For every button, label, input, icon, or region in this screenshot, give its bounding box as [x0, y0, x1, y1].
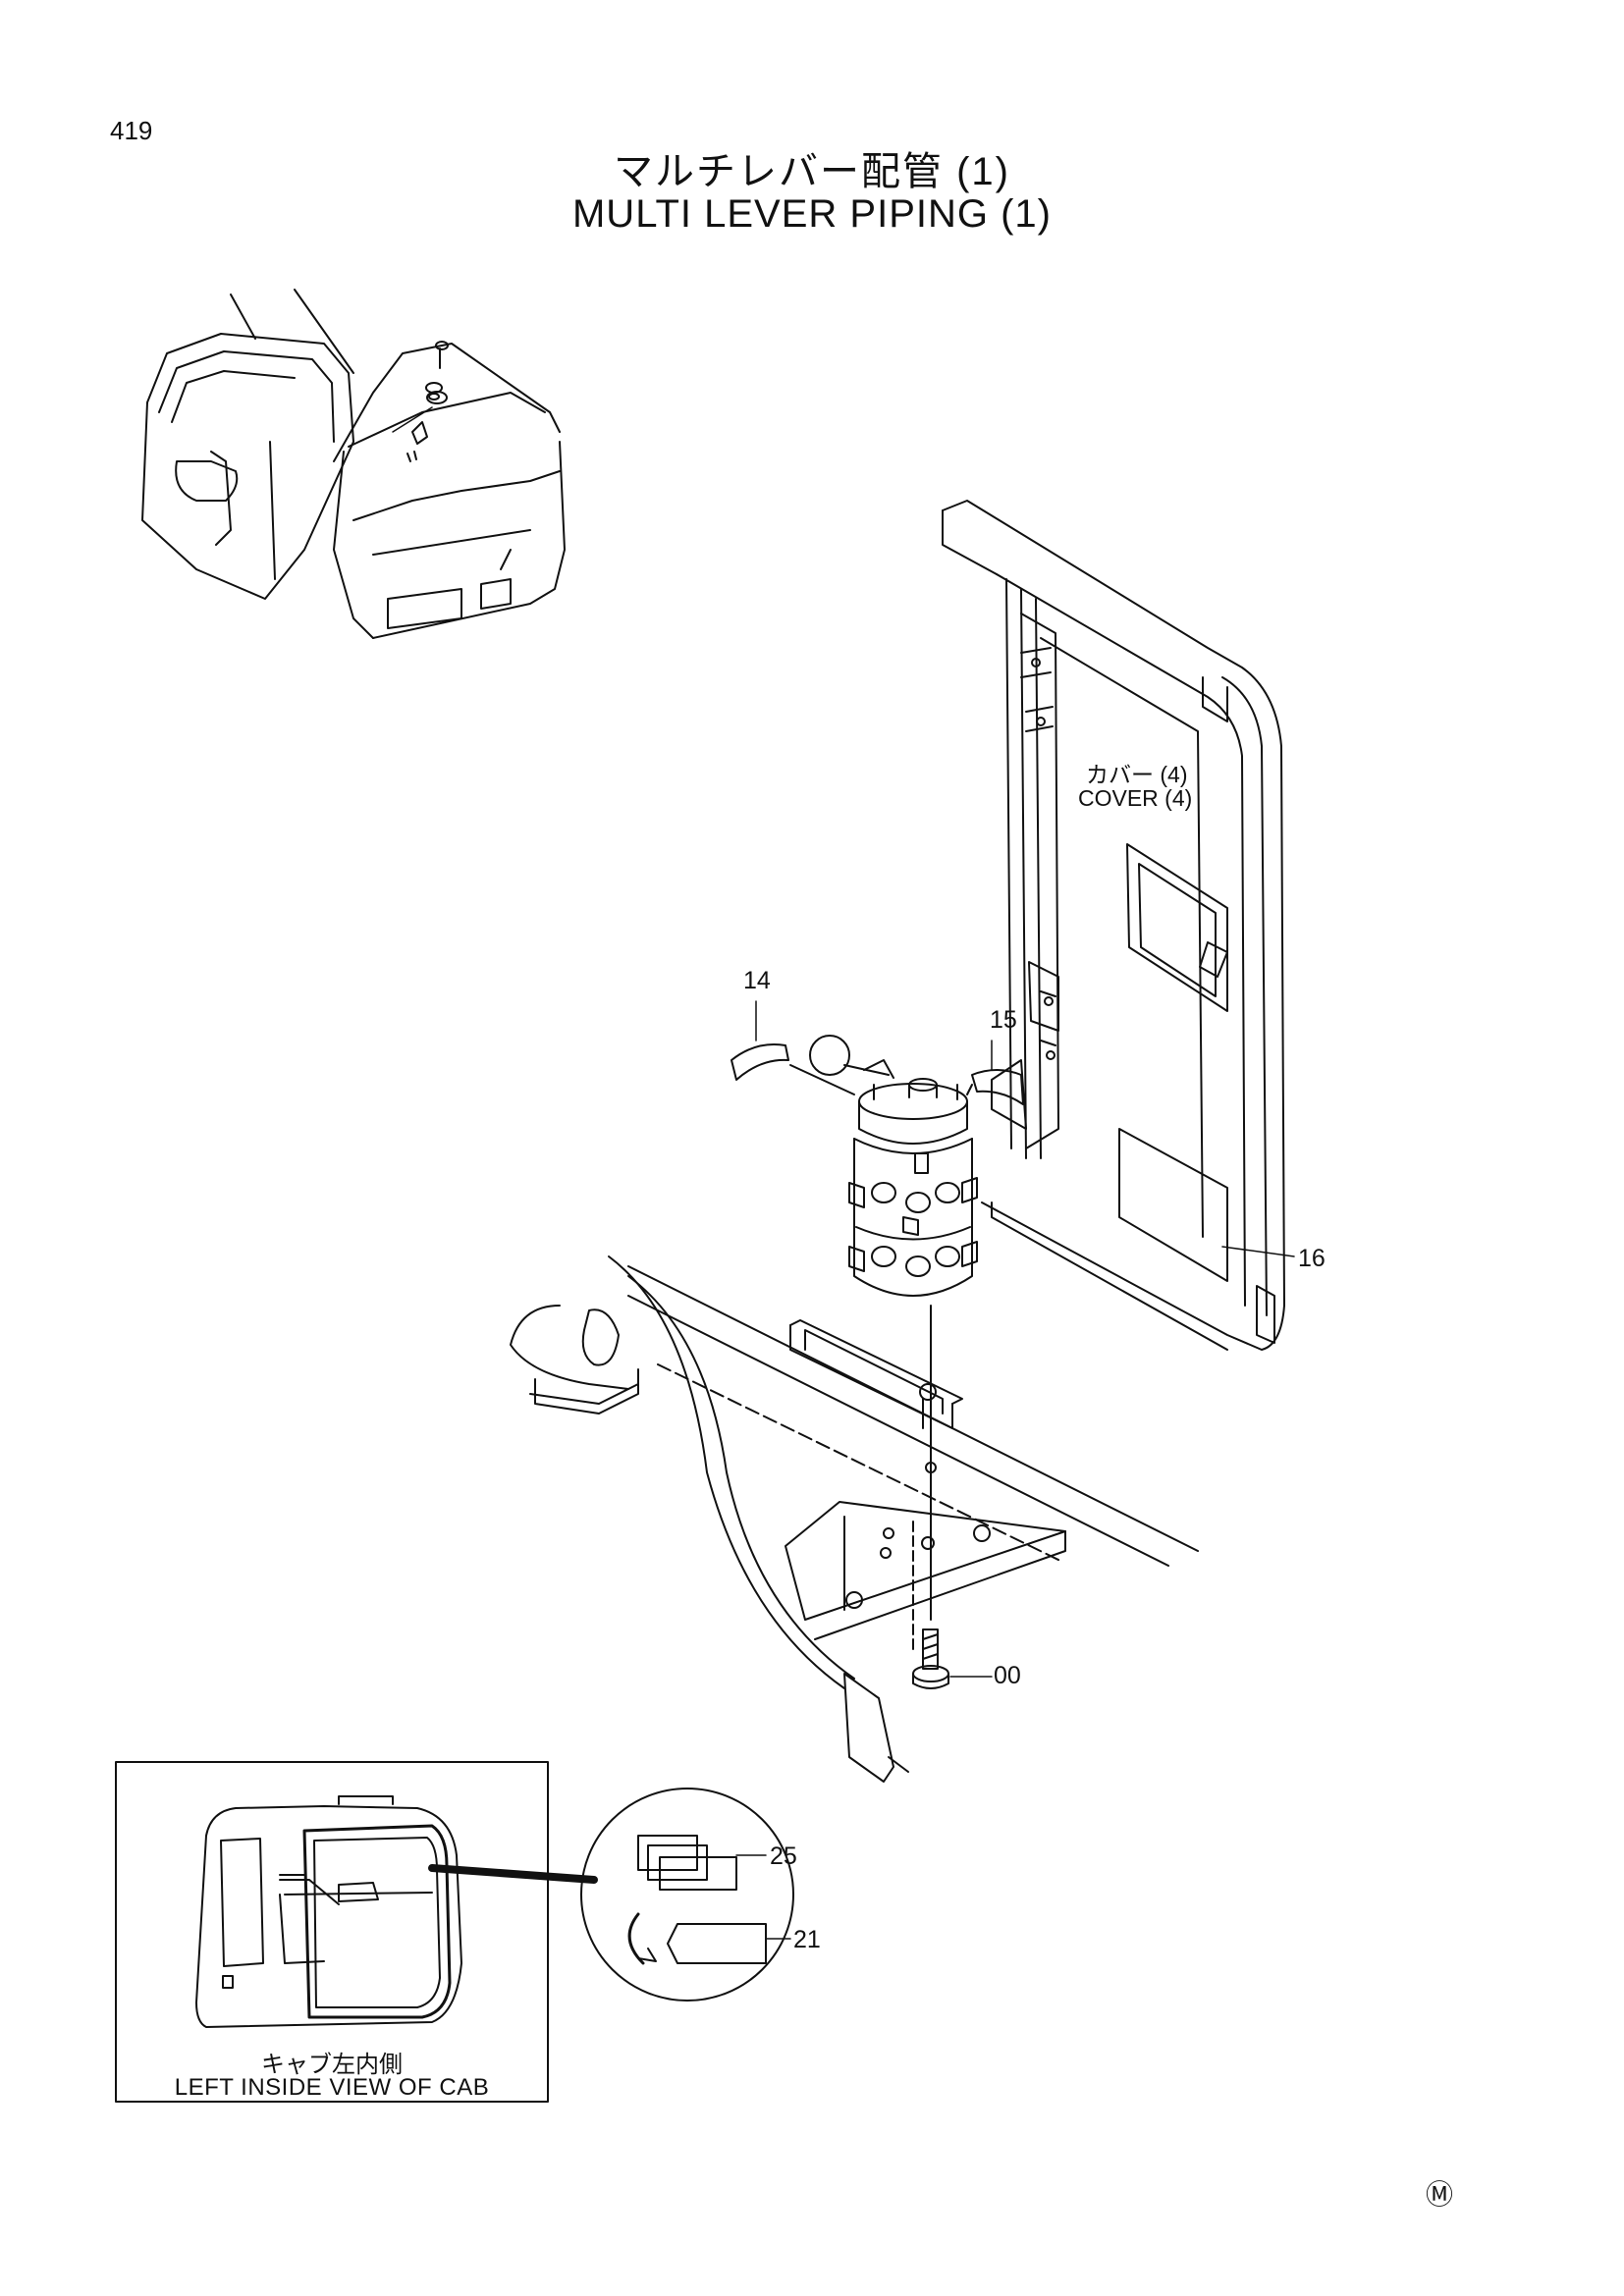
cover-label-japanese: カバー (4) [1086, 762, 1188, 787]
cab-inset [115, 1761, 794, 2103]
corner-mark: Ⓜ [1426, 2179, 1454, 2210]
boot-parts [731, 1043, 1024, 1105]
callout-00: 00 [994, 1662, 1021, 1689]
cover-label-english: COVER (4) [1078, 785, 1193, 811]
inset-caption-japanese: キャブ左内側 [261, 2052, 403, 2078]
mounting-bolt [912, 1629, 949, 1689]
title-english: MULTI LEVER PIPING (1) [571, 192, 1052, 236]
page-number: 419 [110, 116, 153, 145]
inset-caption-english: LEFT INSIDE VIEW OF CAB [174, 2074, 490, 2101]
cover-panel [942, 500, 1285, 1351]
leader-lines [735, 1000, 1295, 1940]
callout-16: 16 [1298, 1245, 1326, 1272]
callout-21: 21 [793, 1926, 821, 1953]
multi-lever-valve [809, 1035, 978, 1297]
callout-25: 25 [770, 1842, 797, 1870]
floor-frame [510, 1255, 1199, 1783]
callout-15: 15 [990, 1006, 1017, 1034]
callout-14: 14 [743, 967, 771, 994]
excavator-overview [141, 289, 566, 639]
title-japanese: マルチレバー配管 (1) [614, 150, 1010, 193]
